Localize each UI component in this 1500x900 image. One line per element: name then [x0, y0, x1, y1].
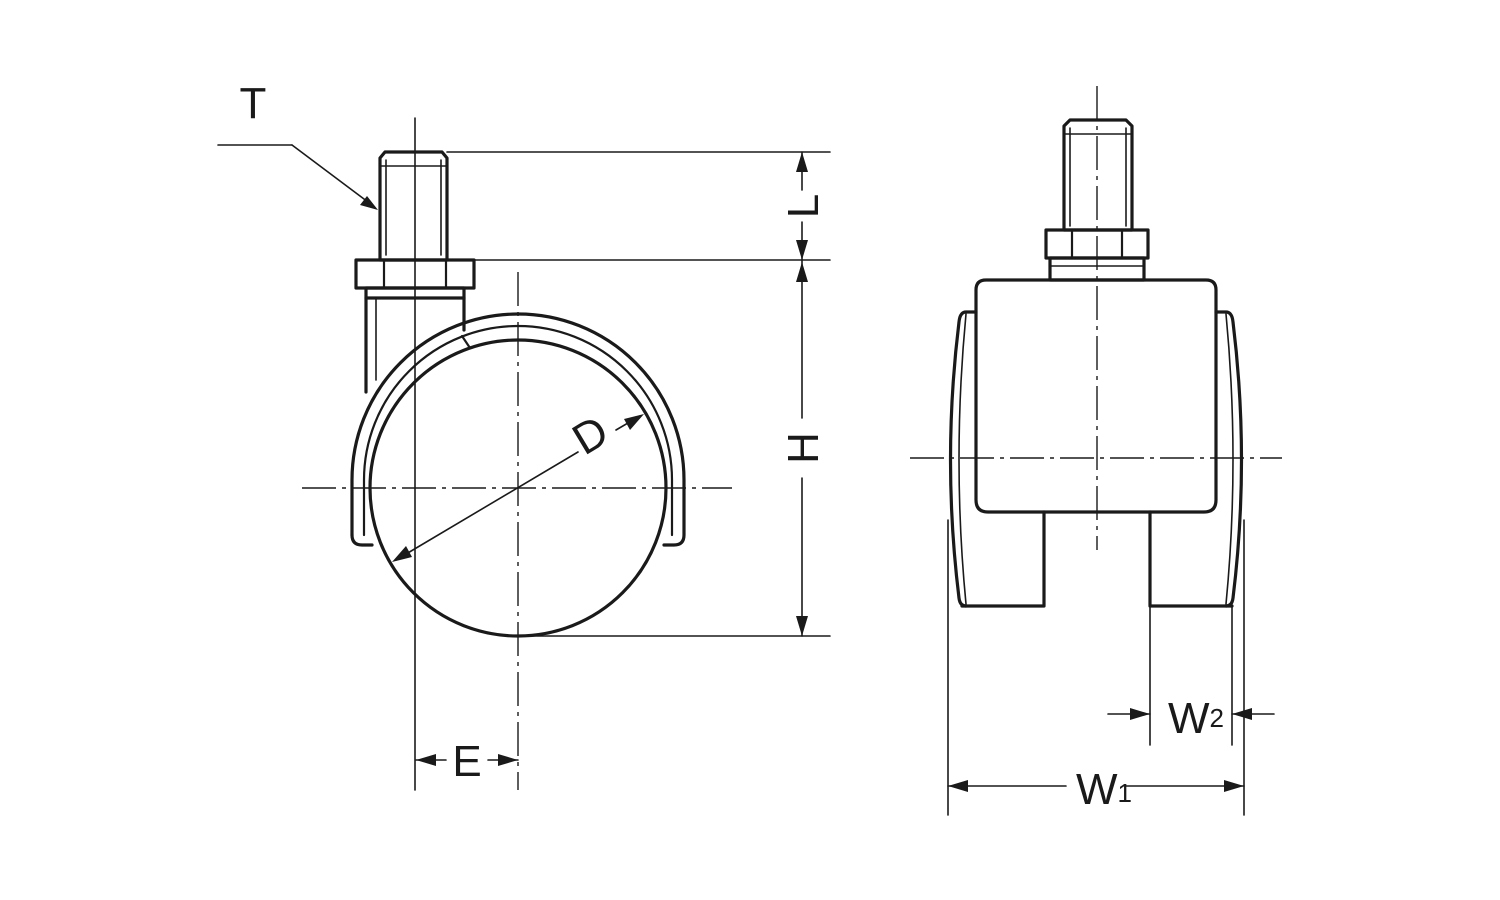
total-width-dimension: W1	[947, 519, 1245, 816]
total-width-label: W1	[1076, 765, 1132, 814]
offset-label: E	[452, 737, 481, 786]
front-left-leg	[960, 510, 1046, 608]
side-view: T L H D	[217, 79, 831, 791]
wheel-width-label: W2	[1168, 694, 1224, 743]
wheel-width-dimension: W2	[1107, 605, 1275, 746]
offset-dimension: E	[415, 737, 519, 786]
side-neck	[364, 286, 466, 394]
front-right-wheel	[1214, 310, 1244, 608]
side-threaded-stem	[378, 150, 449, 262]
front-view: W2 W1	[910, 86, 1282, 816]
height-dimension: H	[517, 259, 831, 637]
height-label: H	[779, 432, 828, 464]
front-left-wheel	[948, 310, 978, 608]
stem-length-label: L	[779, 194, 828, 218]
thread-label: T	[240, 79, 267, 128]
front-threaded-stem	[1062, 118, 1134, 232]
thread-leader: T	[217, 79, 378, 210]
stem-length-dimension: L	[446, 151, 831, 261]
front-right-leg	[1148, 510, 1234, 608]
front-housing	[974, 278, 1218, 514]
